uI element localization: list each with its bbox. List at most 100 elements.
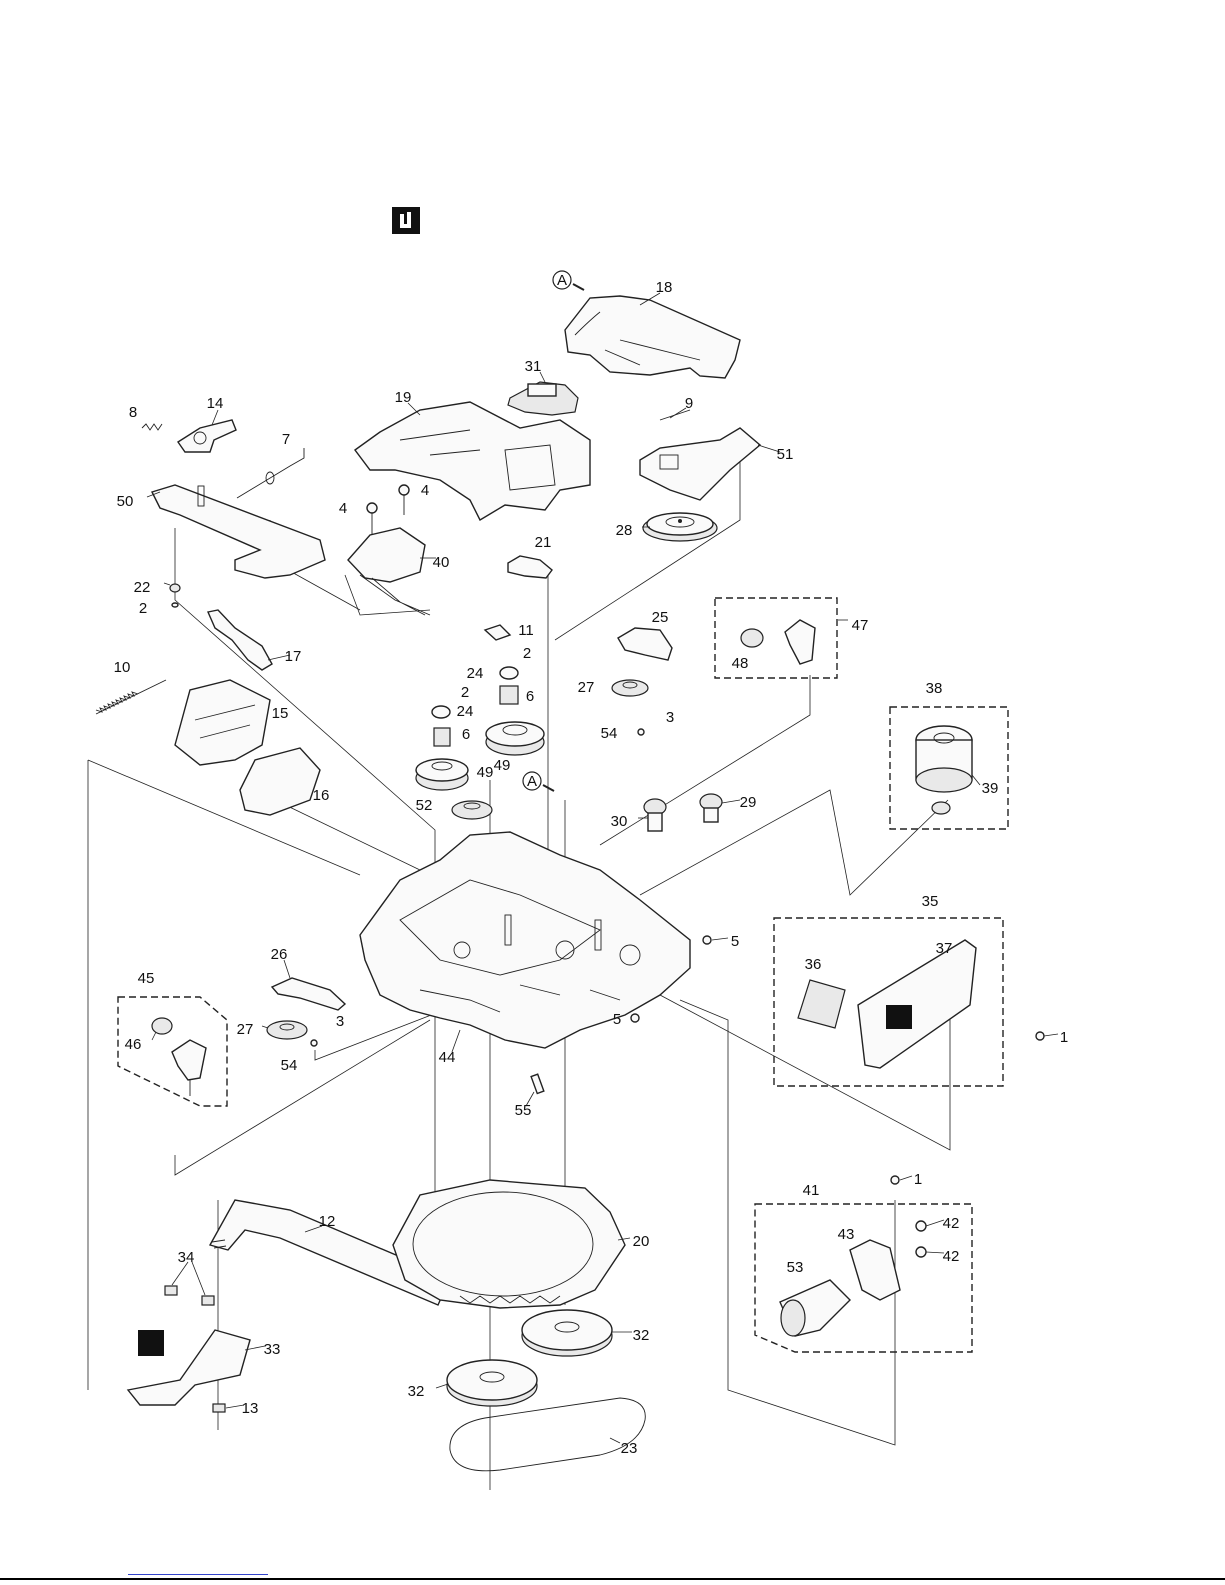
callout-arrow xyxy=(573,284,584,290)
part-4-screws xyxy=(367,485,409,535)
part-label: 3 xyxy=(336,1013,344,1030)
part-6-spring-right xyxy=(500,686,518,704)
part-label: 26 xyxy=(271,946,288,963)
part-label: 32 xyxy=(633,1327,650,1344)
part-label: 10 xyxy=(114,659,131,676)
part-42-screw-lower xyxy=(916,1247,926,1257)
part-label: 4 xyxy=(339,500,347,517)
part-label: 51 xyxy=(777,446,794,463)
footer-rule xyxy=(0,1578,1225,1580)
part-label: 54 xyxy=(281,1057,298,1074)
part-1-screw-lower xyxy=(891,1176,899,1184)
part-7-wire xyxy=(237,448,304,498)
part-32-gear-left xyxy=(447,1360,537,1406)
part-label: 45 xyxy=(138,970,155,987)
part-24-washer-left xyxy=(432,706,450,718)
part-label: 49 xyxy=(477,764,494,781)
part-32-gear-right xyxy=(522,1310,612,1356)
part-5-screw-lower xyxy=(631,1014,639,1022)
part-55-pin xyxy=(531,1074,544,1093)
callout-letter: A xyxy=(557,272,567,289)
part-label: 41 xyxy=(803,1182,820,1199)
callout-marker: A xyxy=(553,271,584,290)
part-label: 2 xyxy=(139,600,147,617)
part-46-roller xyxy=(152,1018,206,1096)
part-43-bracket xyxy=(850,1240,900,1300)
part-label: 33 xyxy=(264,1341,281,1358)
part-label: 31 xyxy=(525,358,542,375)
part-label: 36 xyxy=(805,956,822,973)
part-19-frame xyxy=(355,402,590,520)
part-40-head-block xyxy=(348,528,430,615)
part-label: 47 xyxy=(852,617,869,634)
part-label: 52 xyxy=(416,797,433,814)
caution-icon xyxy=(392,207,420,234)
part-36-connector xyxy=(798,980,845,1028)
part-label: 50 xyxy=(117,493,134,510)
part-label: 3 xyxy=(666,709,674,726)
part-54-washer-lower xyxy=(311,1040,317,1046)
part-label: 53 xyxy=(787,1259,804,1276)
part-label: 24 xyxy=(467,665,484,682)
part-39-motor xyxy=(916,726,972,814)
part-label: 39 xyxy=(982,780,999,797)
part-27-gear-lower xyxy=(267,1021,307,1039)
part-14-lever xyxy=(178,420,236,452)
part-52-gear xyxy=(452,801,492,819)
part-label: 22 xyxy=(134,579,151,596)
part-21-bracket xyxy=(508,556,552,578)
part-28-gear xyxy=(643,513,717,541)
part-label: 16 xyxy=(313,787,330,804)
part-34-connectors xyxy=(165,1286,214,1305)
part-label: 1 xyxy=(1060,1029,1068,1046)
part-label: 23 xyxy=(621,1440,638,1457)
part-29-gear xyxy=(700,794,722,822)
part-24-washer-right xyxy=(500,667,518,679)
part-50-slider-plate xyxy=(152,485,325,578)
part-label: 40 xyxy=(433,554,450,571)
part-16-guide xyxy=(240,748,320,815)
part-8-spring xyxy=(142,424,162,430)
part-label: 28 xyxy=(616,522,633,539)
part-label: 46 xyxy=(125,1036,142,1053)
part-label: 4 xyxy=(421,482,429,499)
part-label: 6 xyxy=(526,688,534,705)
part-37-pcb xyxy=(858,940,976,1068)
part-label: 44 xyxy=(439,1049,456,1066)
part-18-top-bracket xyxy=(565,296,740,378)
part-51-bracket xyxy=(640,428,760,500)
part-label: 2 xyxy=(523,645,531,662)
part-label: 49 xyxy=(494,757,511,774)
part-label: 29 xyxy=(740,794,757,811)
part-label: 27 xyxy=(578,679,595,696)
part-label: 42 xyxy=(943,1215,960,1232)
part-label: 54 xyxy=(601,725,618,742)
part-label: 24 xyxy=(457,703,474,720)
part-label: 8 xyxy=(129,404,137,421)
part-53-motor xyxy=(780,1280,850,1336)
part-label: 35 xyxy=(922,893,939,910)
part-label: 12 xyxy=(319,1213,336,1230)
part-label: 14 xyxy=(207,395,224,412)
part-6-spring-left xyxy=(434,728,450,746)
part-label: 42 xyxy=(943,1248,960,1265)
part-label: 37 xyxy=(936,940,953,957)
part-label: 18 xyxy=(656,279,673,296)
part-20-ring-gear xyxy=(393,1180,625,1308)
callout-letter: A xyxy=(527,773,537,790)
part-label: 27 xyxy=(237,1021,254,1038)
part-label: 2 xyxy=(461,684,469,701)
part-label: 30 xyxy=(611,813,628,830)
part-label: 17 xyxy=(285,648,302,665)
part-label: 15 xyxy=(272,705,289,722)
callout-arrow xyxy=(543,785,554,791)
part-label: 1 xyxy=(914,1171,922,1188)
part-label: 11 xyxy=(518,622,534,639)
part-42-screw-upper xyxy=(916,1221,926,1231)
part-label: 20 xyxy=(633,1233,650,1250)
part-48-roller xyxy=(741,620,815,664)
part-label: 5 xyxy=(731,933,739,950)
part-49-gear-right xyxy=(486,722,544,755)
part-label: 9 xyxy=(685,395,693,412)
